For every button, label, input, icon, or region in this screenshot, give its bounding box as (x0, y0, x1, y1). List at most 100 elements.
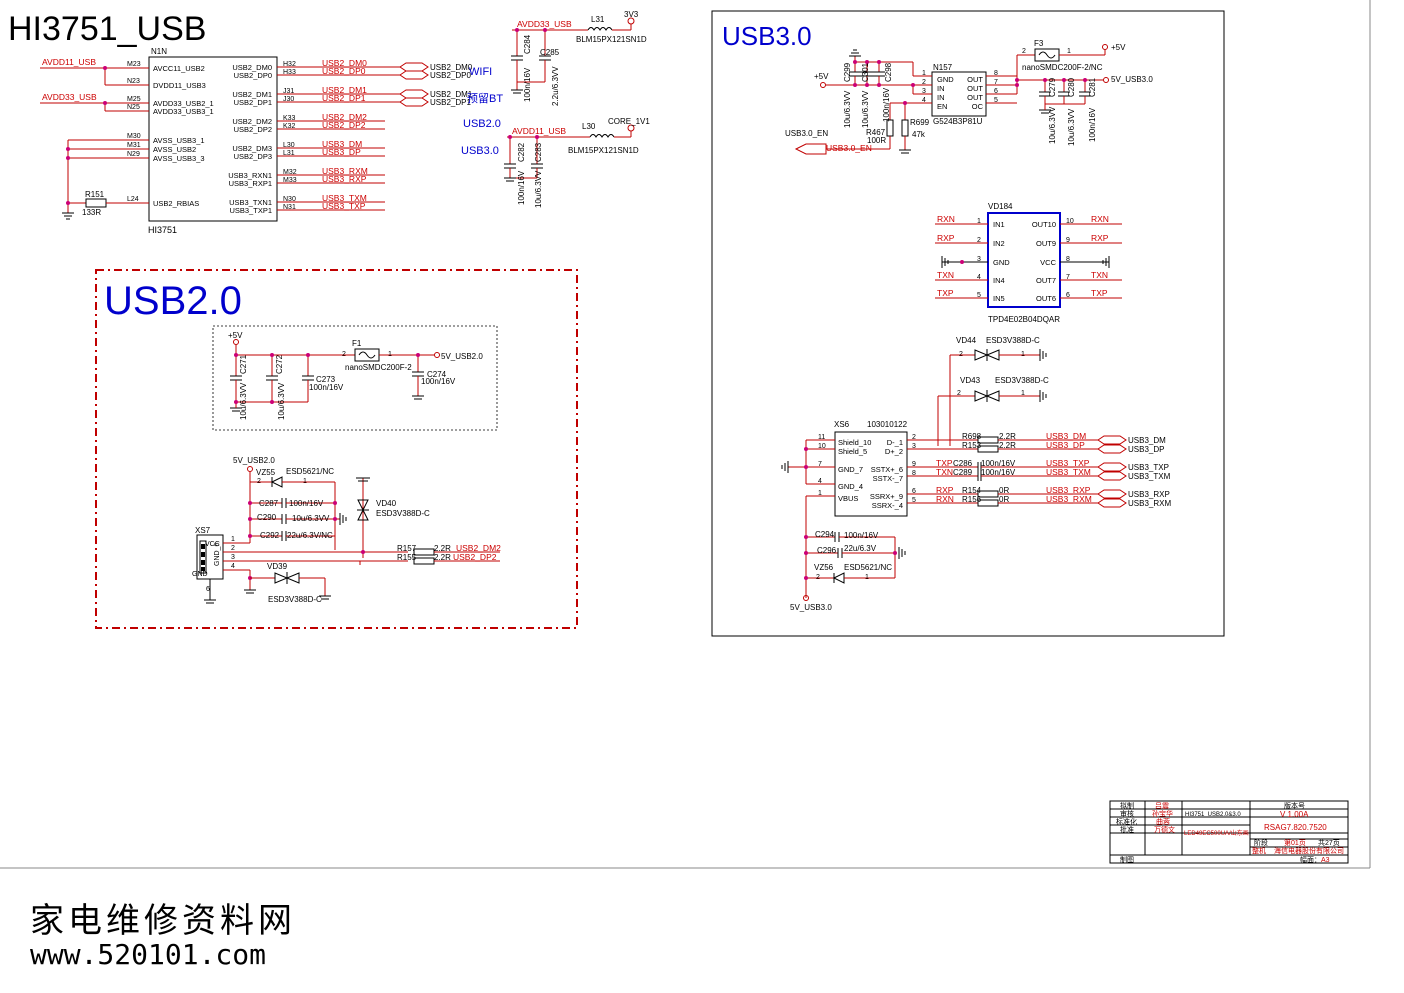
label-bt: 预留BT (467, 92, 503, 105)
tb-r4-c3: LED49EC500UA/山东画 (1184, 829, 1249, 837)
usb2-fuse-part: nanoSMDC200F-2 (345, 363, 412, 372)
vd184-right-net: RXN (1091, 214, 1109, 224)
f3-p2: 1 (1067, 48, 1071, 55)
xs6-series-port: USB3_DM (1128, 436, 1166, 445)
c272-ref: C272 (275, 354, 284, 374)
tb-size: A3 (1321, 857, 1330, 864)
r467-ref: R467 (866, 128, 886, 137)
c271-ref: C271 (239, 354, 248, 374)
vd39-part: ESD3V388D-C (268, 595, 322, 604)
main-right-pin-num: H33 (283, 69, 296, 76)
xs6-series-val: 0R (999, 495, 1009, 504)
vd184-left-net: RXN (937, 214, 955, 224)
vd40-ref: VD40 (376, 499, 397, 508)
label-usb30: USB3.0 (461, 145, 499, 157)
tb-r6-c1: 整机 (1252, 846, 1266, 855)
filt-top-net: AVDD33_USB (517, 19, 572, 29)
main-right-pin-num: M32 (283, 169, 297, 176)
xs6-series-ref: C286 (953, 459, 973, 468)
vd184-left-name: GND (993, 258, 1010, 267)
xs7-gnd: GND (192, 571, 208, 578)
filt-bot-c2v: 10u/6.3VV (534, 170, 543, 208)
main-left-pin-num: N25 (127, 104, 140, 111)
xs6-left-num: 11 (818, 434, 825, 441)
xs6-right-name: SSTX-_7 (873, 474, 903, 483)
n157-right-num: 6 (994, 88, 998, 95)
r467-val: 100R (867, 136, 886, 145)
c292-ref: C292 (260, 531, 280, 540)
sheet-title: HI3751_USB (8, 10, 206, 48)
main-left-pin-num: M23 (127, 61, 141, 68)
usb2-power-frame (212, 325, 498, 431)
xs6-left-num: 10 (818, 443, 826, 450)
ic-hi3751-part: HI3751 (148, 225, 177, 235)
usb2-rail-in: +5V (228, 331, 243, 340)
filt-bot-ind-part: BLM15PX121SN1D (568, 146, 639, 155)
usb3-en-label: USB3.0_EN (785, 129, 828, 138)
xs7-vcc: VCC (205, 541, 220, 548)
main-left-pin-name: AVSS_USB3_1 (153, 136, 205, 145)
main-right-pin-num: L31 (283, 150, 295, 157)
xs6-right-name: SSRX-_4 (872, 501, 903, 510)
usb3-frame (711, 10, 1225, 637)
xs6-series-net: USB3_RXM (1046, 494, 1092, 504)
xs6-right-name: SSRX+_9 (870, 492, 903, 501)
vd44-p1: 2 (959, 351, 963, 358)
filt-bot-c1: C282 (517, 142, 526, 162)
c281-ref: C281 (1088, 77, 1097, 97)
vd184-left-name: IN2 (993, 239, 1005, 248)
tb-sheet: 第01页 (1284, 838, 1306, 847)
main-right-net: USB2_DP0 (322, 66, 366, 76)
n157-left-name: IN (937, 93, 945, 102)
tb-r6-c2: 海信电器股份有限公司 (1274, 846, 1344, 855)
xs6-series-val: 2.2R (999, 432, 1016, 441)
n157-left-name: GND (937, 75, 954, 84)
xs6-series-ref: R698 (962, 432, 982, 441)
xs7-pin4: 4 (231, 563, 235, 570)
main-left-pin-name: AVSS_USB2 (153, 145, 196, 154)
vd43-p2: 1 (1021, 390, 1025, 397)
tb-r4-c1: 批准 (1120, 825, 1134, 834)
c301-val: 10u/6.3VV (861, 90, 870, 128)
main-right-pin-num: J31 (283, 88, 294, 95)
vd184-left-num: 1 (977, 218, 981, 225)
xs6-series-ref: R153 (962, 441, 982, 450)
vd43-part: ESD3V388D-C (995, 376, 1049, 385)
tb-r3-c2: 曲蓉 (1156, 817, 1170, 826)
xs6-series-pre: TXN (936, 467, 953, 477)
usb2-block: USB2.0 +5V F1 2 1 nanoSMDC200F-2 5V_USB2… (104, 279, 501, 604)
vd44-part: ESD3V388D-C (986, 336, 1040, 345)
vd184-left-num: 2 (977, 237, 981, 244)
vd184-left-net: TXN (937, 270, 954, 280)
main-right-pin-num: H32 (283, 61, 296, 68)
main-port-shape (399, 62, 429, 72)
main-right-net: USB3_TXP (322, 201, 366, 211)
main-right-net: USB2_DP2 (322, 120, 366, 130)
main-port-shape (399, 97, 429, 107)
main-right-pin-num: L30 (283, 142, 295, 149)
vd184-right-name: VCC (1040, 258, 1056, 267)
vz56-p2: 1 (865, 574, 869, 581)
main-left-pin-num: M25 (127, 96, 141, 103)
c274-val: 100n/16V (421, 377, 456, 386)
vd184-left-num: 4 (977, 274, 981, 281)
xs6-right-name: D+_2 (885, 447, 903, 456)
main-right-pin-name: USB2_DM1 (232, 90, 272, 99)
main-right-net: USB3_DM (322, 139, 362, 149)
xs6-series-port-shape (1097, 489, 1127, 499)
vd43-ref: VD43 (960, 376, 981, 385)
main-right-net: USB3_RXP (322, 174, 367, 184)
vd40-part: ESD3V388D-C (376, 509, 430, 518)
xs6-right-num: 3 (912, 443, 916, 450)
vd184-left-name: IN5 (993, 294, 1005, 303)
watermark-title: 家电维修资料网 (30, 901, 296, 941)
xs6-right-name: D-_1 (887, 438, 903, 447)
usb3-rail-in2: +5V (1111, 43, 1126, 52)
tb-made: 制图 (1120, 855, 1134, 864)
tb-r4-c4: RSAG7.820.7520 (1264, 823, 1327, 832)
filt-top-ind: L31 (591, 15, 605, 24)
filt-top-c2v: 2.2u/6.3VV (551, 66, 560, 106)
r151-ref: R151 (85, 190, 105, 199)
xs6-left-name: VBUS (838, 494, 858, 503)
